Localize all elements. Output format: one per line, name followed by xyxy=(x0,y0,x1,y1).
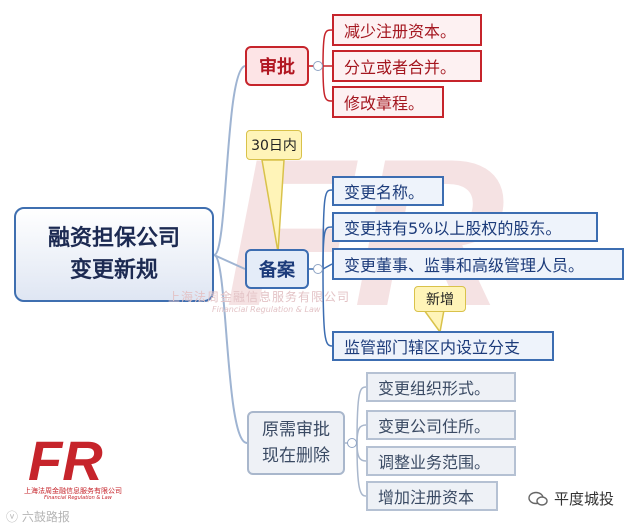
category-removed-line2: 现在删除 xyxy=(262,446,330,466)
svg-text:FR: FR xyxy=(28,430,103,484)
weibo-icon: ⓥ xyxy=(6,510,19,524)
source-name: 平度城投 xyxy=(554,490,615,508)
source-badge: 平度城投 xyxy=(528,488,640,509)
wechat-icon xyxy=(528,491,548,506)
approval-item: 分立或者合并。 xyxy=(332,50,482,82)
bottom-left-watermark: ⓥ 六鼓路报 xyxy=(6,508,116,525)
removed-item: 变更公司住所。 xyxy=(366,410,516,440)
collapse-toggle-removed[interactable] xyxy=(347,438,357,448)
collapse-toggle-filing[interactable] xyxy=(313,264,323,274)
removed-item: 调整业务范围。 xyxy=(366,446,516,476)
removed-item: 增加注册资本 xyxy=(366,481,498,511)
root-title-line1: 融资担保公司 xyxy=(47,225,180,251)
watermark-company-en: Financial Regulation & Law xyxy=(212,305,321,314)
category-filing: 备案 xyxy=(245,249,309,289)
filing-item: 变更名称。 xyxy=(332,176,444,206)
category-approval: 审批 xyxy=(245,46,309,86)
approval-item: 减少注册资本。 xyxy=(332,14,482,46)
root-title-line2: 变更新规 xyxy=(69,257,158,283)
category-removed: 原需审批 现在删除 xyxy=(247,411,345,475)
approval-item: 修改章程。 xyxy=(332,86,444,118)
fr-logo: FR xyxy=(28,430,103,484)
collapse-toggle-approval[interactable] xyxy=(313,61,323,71)
logo-company: 上海法周金融信息服务有限公司 xyxy=(24,487,122,495)
logo-company-en: Financial Regulation & Law xyxy=(44,495,112,501)
callout-new: 新增 xyxy=(414,286,466,312)
bottom-left-watermark-text: 六鼓路报 xyxy=(21,510,70,524)
callout-30-days: 30日内 xyxy=(246,130,302,160)
filing-item: 变更持有5%以上股权的股东。 xyxy=(332,212,598,242)
filing-item: 变更董事、监事和高级管理人员。 xyxy=(332,248,624,280)
removed-item: 变更组织形式。 xyxy=(366,372,516,402)
watermark-company: 上海法周金融信息服务有限公司 xyxy=(168,290,351,304)
filing-item: 监管部门辖区内设立分支 xyxy=(332,331,554,361)
root-node: 融资担保公司 变更新规 xyxy=(14,207,214,302)
category-removed-line1: 原需审批 xyxy=(262,420,330,440)
